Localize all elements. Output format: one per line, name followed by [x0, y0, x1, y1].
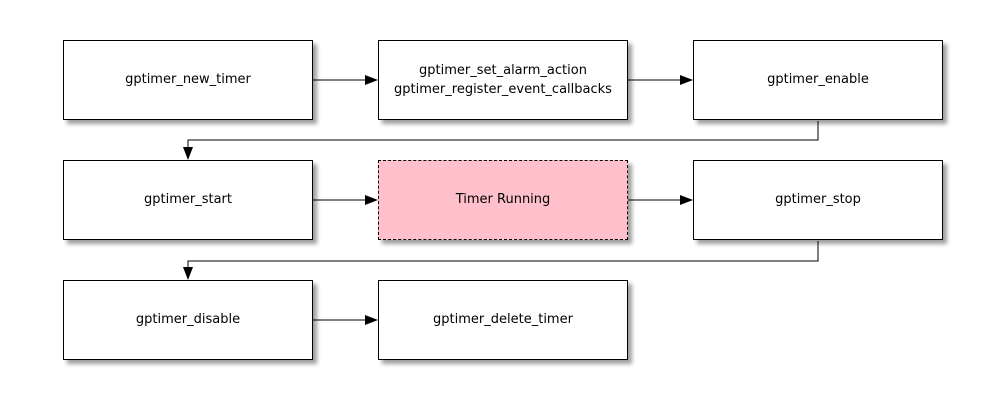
node-label: gptimer_disable: [135, 312, 241, 328]
node-gptimer-enable: gptimer_enable: [693, 40, 943, 120]
node-label: gptimer_delete_timer: [433, 312, 573, 328]
node-label: Timer Running: [455, 192, 551, 208]
edge-stop-to-disable: [183, 241, 819, 280]
node-gptimer-new-timer: gptimer_new_timer: [63, 40, 313, 120]
node-gptimer-configure: gptimer_set_alarm_action gptimer_registe…: [378, 40, 628, 120]
node-label: gptimer_start: [144, 192, 232, 208]
node-gptimer-stop: gptimer_stop: [693, 160, 943, 240]
node-label: gptimer_enable: [767, 72, 869, 88]
node-gptimer-start: gptimer_start: [63, 160, 313, 240]
node-label: gptimer_set_alarm_action gptimer_registe…: [394, 62, 612, 98]
node-gptimer-delete-timer: gptimer_delete_timer: [378, 280, 628, 360]
node-timer-running: Timer Running: [378, 160, 628, 240]
node-label: gptimer_new_timer: [125, 72, 251, 88]
node-label: gptimer_stop: [775, 192, 861, 208]
node-gptimer-disable: gptimer_disable: [63, 280, 313, 360]
edge-enable-to-start: [183, 121, 819, 160]
